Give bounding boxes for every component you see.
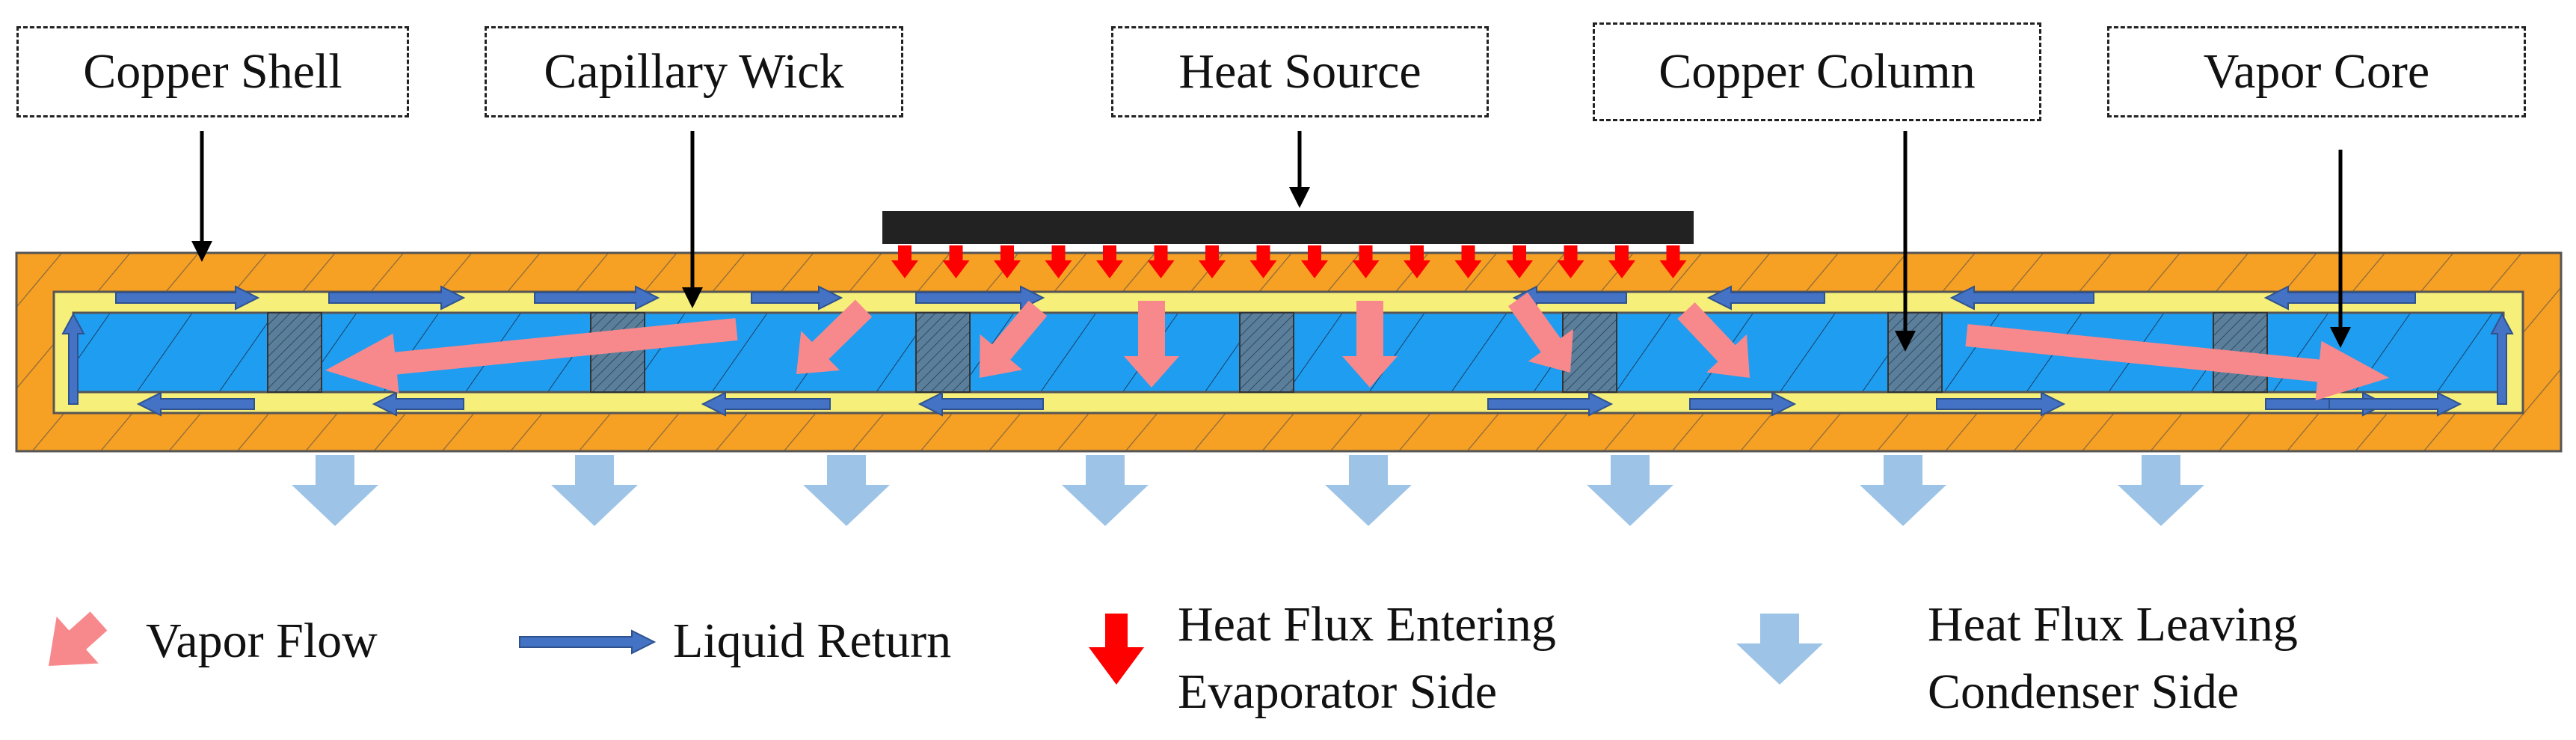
legend-heat-in-line1: Heat Flux Entering	[1178, 597, 1556, 652]
legend-heat-in-icon	[1089, 614, 1144, 685]
liquid-return-arrow	[2328, 391, 2462, 417]
liquid-return-arrow	[372, 391, 464, 417]
pointer-heat-source-head	[1289, 187, 1310, 208]
legend-vapor-flow: Vapor Flow	[146, 614, 378, 668]
pointer-capillary-wick-head	[682, 287, 703, 308]
heat-out-arrow	[1325, 455, 1412, 526]
label-copper-shell: Copper Shell	[16, 26, 409, 117]
liquid-return-arrow	[534, 285, 660, 311]
liquid-return-arrow	[61, 312, 85, 405]
pointer-copper-column-head	[1895, 331, 1916, 352]
legend-liquid-return-icon	[519, 629, 657, 655]
vapor-flow-arrow	[1342, 301, 1398, 388]
vapor-flow-arrow	[1965, 324, 2389, 401]
liquid-return-arrow	[1936, 391, 2066, 417]
heat-in-arrow	[1659, 245, 1687, 278]
liquid-return-arrow	[328, 285, 466, 311]
liquid-return-arrow	[751, 285, 843, 311]
liquid-return-arrow	[701, 391, 831, 417]
heat-in-arrow	[1096, 245, 1123, 278]
heat-in-arrow	[1301, 245, 1328, 278]
vapor-flow-arrow	[980, 300, 1048, 378]
heat-in-arrow	[942, 245, 970, 278]
heat-in-arrow	[1454, 245, 1482, 278]
heat-out-arrow	[1860, 455, 1946, 526]
heat-in-arrow	[1249, 245, 1277, 278]
heat-out-arrow	[551, 455, 638, 526]
copper-column	[1239, 312, 1294, 393]
liquid-return-arrow	[1689, 391, 1797, 417]
copper-column	[915, 312, 971, 393]
liquid-return-arrow	[136, 391, 255, 417]
heat-out-arrow	[1587, 455, 1673, 526]
heat-in-arrow	[1199, 245, 1226, 278]
label-heat-source: Heat Source	[1111, 26, 1489, 117]
heat-in-arrow	[994, 245, 1021, 278]
heat-out-arrow	[2118, 455, 2204, 526]
legend-heat-in-line2: Evaporator Side	[1178, 664, 1498, 719]
liquid-return-arrow	[1706, 285, 1825, 311]
pointer-vapor-core-head	[2330, 327, 2351, 348]
pointer-copper-shell-head	[191, 241, 212, 262]
vapor-flow-arrow	[1677, 302, 1750, 378]
vapor-flow-arrow	[796, 299, 873, 374]
label-copper-column: Copper Column	[1593, 22, 2041, 121]
legend-heat-out-icon	[1736, 614, 1823, 685]
legend-vapor-flow-icon	[49, 611, 108, 666]
copper-column	[267, 312, 322, 393]
vapor-flow-arrow	[325, 318, 738, 394]
label-capillary-wick: Capillary Wick	[485, 26, 903, 117]
legend-heat-out-line1: Heat Flux Leaving	[1928, 597, 2298, 652]
liquid-return-arrow	[115, 285, 260, 311]
heat-in-arrow	[891, 245, 918, 278]
heat-out-arrow	[803, 455, 890, 526]
heat-in-arrow	[1557, 245, 1584, 278]
vapor-flow-arrow	[1507, 292, 1573, 373]
heat-in-arrow	[1506, 245, 1533, 278]
heat-source-plate	[882, 211, 1694, 244]
liquid-return-arrow	[1949, 285, 2094, 311]
legend-liquid-return: Liquid Return	[673, 614, 952, 668]
vapor-flow-arrow	[1124, 301, 1179, 388]
liquid-return-arrow	[2490, 312, 2514, 405]
heat-out-arrow	[292, 455, 378, 526]
liquid-return-arrow	[917, 391, 1044, 417]
copper-column	[1887, 312, 1943, 393]
heat-in-arrow	[1045, 245, 1072, 278]
legend-heat-out-line2: Condenser Side	[1928, 664, 2240, 719]
heat-in-arrow	[1404, 245, 1430, 278]
label-vapor-core: Vapor Core	[2107, 26, 2526, 117]
heat-in-arrow	[1352, 245, 1380, 278]
heat-out-arrow	[1062, 455, 1149, 526]
liquid-return-arrow	[1487, 391, 1614, 417]
heat-in-arrow	[1608, 245, 1635, 278]
heat-in-arrow	[1147, 245, 1175, 278]
